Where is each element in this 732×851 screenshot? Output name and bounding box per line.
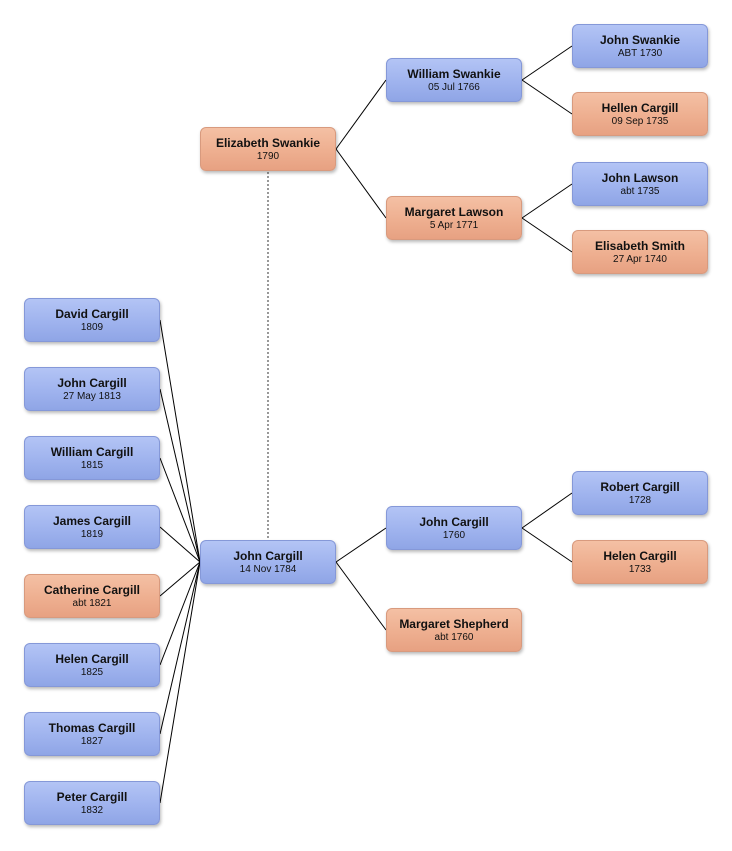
person-name: Robert Cargill	[600, 479, 680, 494]
person-date: 1809	[80, 321, 104, 333]
person-card-john-cargill-1813[interactable]: John Cargill 27 May 1813	[24, 367, 160, 411]
person-name: Peter Cargill	[56, 789, 128, 804]
connector-line	[521, 217, 573, 253]
person-card-john-swankie[interactable]: John Swankie ABT 1730	[572, 24, 708, 68]
connector-line	[159, 457, 201, 563]
person-name: Margaret Lawson	[404, 204, 504, 219]
person-name: David Cargill	[55, 306, 129, 321]
person-name: William Swankie	[407, 66, 501, 81]
person-date: 27 Apr 1740	[613, 253, 667, 265]
person-name: Helen Cargill	[55, 651, 129, 666]
connector-line	[521, 527, 573, 563]
person-name: Elisabeth Smith	[594, 238, 686, 253]
person-name: William Cargill	[50, 444, 134, 459]
person-card-thomas-cargill[interactable]: Thomas Cargill 1827	[24, 712, 160, 756]
person-card-catherine-cargill[interactable]: Catherine Cargill abt 1821	[24, 574, 160, 618]
person-name: John Cargill	[233, 548, 303, 563]
person-date: 1832	[80, 804, 104, 816]
person-date: 1815	[80, 459, 104, 471]
person-date: abt 1735	[620, 185, 660, 197]
connector-line	[335, 527, 387, 563]
person-name: John Lawson	[601, 170, 679, 185]
person-card-margaret-shepherd[interactable]: Margaret Shepherd abt 1760	[386, 608, 522, 652]
person-date: abt 1821	[72, 597, 112, 609]
person-date: 14 Nov 1784	[239, 563, 297, 575]
connector-line	[335, 79, 387, 150]
connector-line	[159, 561, 201, 735]
person-date: 1790	[256, 150, 280, 162]
person-card-elisabeth-smith[interactable]: Elisabeth Smith 27 Apr 1740	[572, 230, 708, 274]
person-name: John Swankie	[599, 32, 681, 47]
person-name: James Cargill	[52, 513, 132, 528]
connector-line	[159, 561, 201, 666]
person-date: abt 1760	[434, 631, 474, 643]
person-card-james-cargill[interactable]: James Cargill 1819	[24, 505, 160, 549]
person-date: 1825	[80, 666, 104, 678]
person-date: 1760	[442, 529, 466, 541]
person-card-john-cargill-1784[interactable]: John Cargill 14 Nov 1784	[200, 540, 336, 584]
connector-line	[335, 561, 387, 631]
person-card-david-cargill[interactable]: David Cargill 1809	[24, 298, 160, 342]
person-name: Elizabeth Swankie	[215, 135, 321, 150]
person-card-peter-cargill[interactable]: Peter Cargill 1832	[24, 781, 160, 825]
connector-line	[159, 388, 201, 563]
person-date: 05 Jul 1766	[428, 81, 480, 93]
connector-line	[521, 183, 573, 219]
person-card-john-cargill-1760[interactable]: John Cargill 1760	[386, 506, 522, 550]
person-card-robert-cargill[interactable]: Robert Cargill 1728	[572, 471, 708, 515]
person-date: 1827	[80, 735, 104, 747]
person-date: 27 May 1813	[63, 390, 121, 402]
person-card-helen-cargill-1825[interactable]: Helen Cargill 1825	[24, 643, 160, 687]
person-date: 1728	[628, 494, 652, 506]
person-card-margaret-lawson[interactable]: Margaret Lawson 5 Apr 1771	[386, 196, 522, 240]
person-name: John Cargill	[57, 375, 127, 390]
person-name: Catherine Cargill	[43, 582, 141, 597]
person-card-hellen-cargill[interactable]: Hellen Cargill 09 Sep 1735	[572, 92, 708, 136]
connector-line	[521, 45, 573, 81]
person-name: Hellen Cargill	[601, 100, 679, 115]
person-name: Margaret Shepherd	[399, 616, 509, 631]
connector-line	[159, 561, 201, 804]
connector-line	[159, 319, 201, 563]
person-date: 5 Apr 1771	[429, 219, 479, 231]
person-name: Helen Cargill	[603, 548, 677, 563]
person-card-john-lawson[interactable]: John Lawson abt 1735	[572, 162, 708, 206]
person-date: 09 Sep 1735	[611, 115, 669, 127]
connector-line	[335, 148, 387, 219]
connector-line	[521, 492, 573, 529]
connector-line	[159, 526, 201, 563]
connector-line	[521, 79, 573, 115]
person-card-william-cargill[interactable]: William Cargill 1815	[24, 436, 160, 480]
person-date: 1733	[628, 563, 652, 575]
connector-line	[159, 561, 201, 597]
person-name: Thomas Cargill	[48, 720, 136, 735]
person-card-william-swankie[interactable]: William Swankie 05 Jul 1766	[386, 58, 522, 102]
person-date: ABT 1730	[617, 47, 663, 59]
person-card-helen-cargill-1733[interactable]: Helen Cargill 1733	[572, 540, 708, 584]
person-date: 1819	[80, 528, 104, 540]
person-name: John Cargill	[419, 514, 489, 529]
person-card-elizabeth-swankie[interactable]: Elizabeth Swankie 1790	[200, 127, 336, 171]
